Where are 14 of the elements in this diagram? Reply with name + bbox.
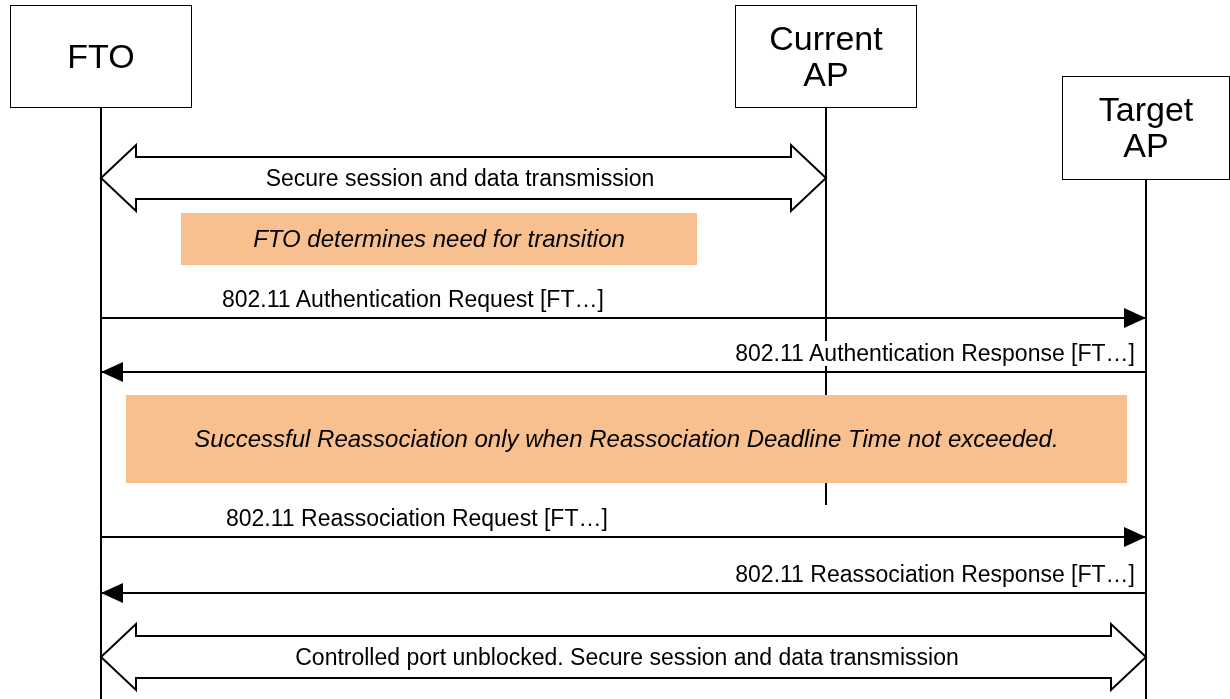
arrow — [100, 527, 1147, 547]
participant-box: FTO — [10, 5, 192, 108]
arrow — [100, 583, 1147, 603]
participant-box: Target AP — [1062, 76, 1230, 180]
note-box: Successful Reassociation only when Reassociation Deadline Time not exceeded. — [126, 395, 1127, 483]
edge-label: 802.11 Authentication Request [FT…] — [220, 287, 606, 313]
edge-label: Controlled port unblocked. Secure session and data transmission — [293, 645, 961, 671]
edge-label: 802.11 Reassociation Request [FT…] — [224, 506, 610, 532]
note-box: FTO determines need for transition — [181, 213, 697, 265]
participant-box: Current AP — [735, 5, 917, 108]
arrow — [100, 362, 1147, 382]
arrow — [100, 308, 1147, 328]
edge-label: 802.11 Authentication Response [FT…] — [733, 341, 1137, 367]
edge-label: 802.11 Reassociation Response [FT…] — [733, 562, 1137, 588]
